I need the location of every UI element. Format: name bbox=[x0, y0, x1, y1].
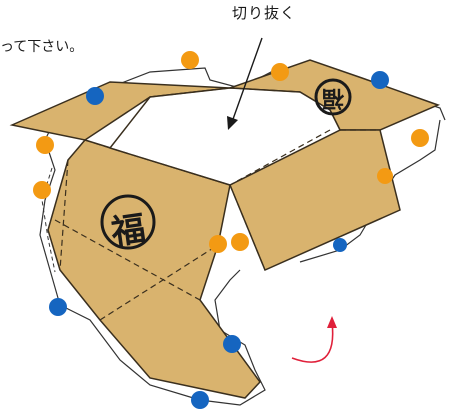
fold-lines bbox=[54, 87, 380, 321]
orange-dot bbox=[209, 235, 227, 253]
blue-dot bbox=[191, 391, 209, 409]
fold-line-2 bbox=[149, 87, 301, 98]
cut-out-label: 切り抜く bbox=[232, 4, 297, 22]
fold-line-6 bbox=[99, 244, 219, 321]
blue-dot bbox=[223, 335, 241, 353]
blue-dot bbox=[333, 238, 347, 252]
fold-line-1 bbox=[84, 129, 331, 186]
fold-line-3 bbox=[229, 184, 266, 271]
orange-dot bbox=[36, 136, 54, 154]
fuku-stamp-small-circle bbox=[314, 78, 352, 116]
orange-dot bbox=[33, 181, 51, 199]
arrow-down-icon bbox=[227, 37, 263, 130]
fuku-kanji-large: 福 bbox=[108, 208, 149, 254]
orange-dots bbox=[33, 51, 429, 253]
panel-front-left bbox=[47, 139, 261, 399]
curved-arrow-icon bbox=[291, 316, 337, 363]
orange-dot bbox=[377, 168, 393, 184]
orange-dot bbox=[411, 129, 429, 147]
orange-dot bbox=[231, 233, 249, 251]
orange-dot bbox=[271, 63, 289, 81]
blue-dots bbox=[49, 71, 389, 409]
fuku-stamp-large-circle bbox=[100, 194, 156, 250]
orange-dot bbox=[181, 51, 199, 69]
fold-line-4 bbox=[59, 159, 69, 271]
fuku-kanji-small: 福 bbox=[322, 85, 345, 111]
instruction-text: って下さい。 bbox=[0, 39, 84, 55]
blue-dot bbox=[49, 298, 67, 316]
blue-dot bbox=[371, 71, 389, 89]
fold-line-5 bbox=[54, 219, 201, 301]
blue-dot bbox=[86, 87, 104, 105]
